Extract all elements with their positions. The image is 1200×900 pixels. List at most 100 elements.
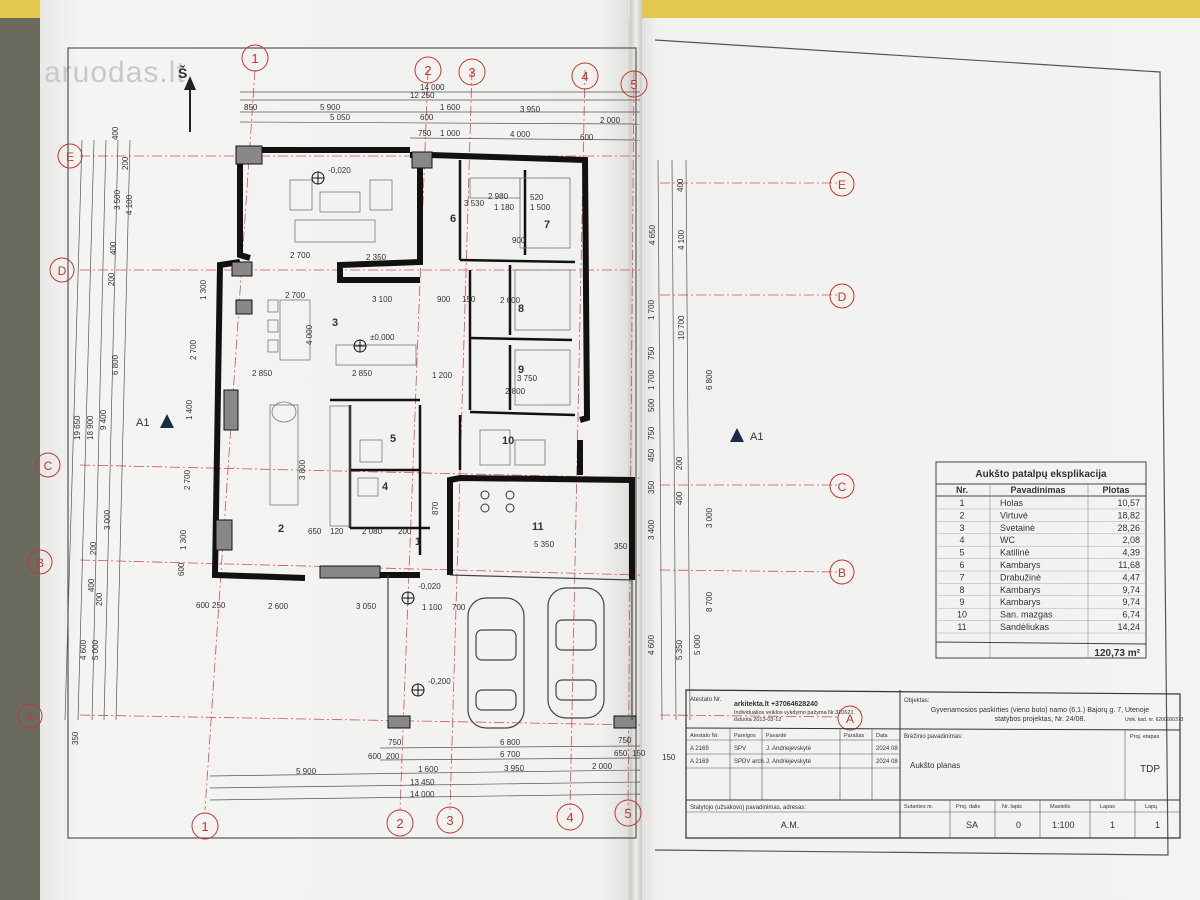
room-number: 10 [502, 435, 514, 447]
dim-bottom: 750 [618, 736, 632, 745]
dim-top: 600 [420, 113, 434, 122]
explication-area: 14,24 [1117, 622, 1140, 632]
dim-right: 350 [647, 480, 656, 494]
room-dim: 2 700 [290, 251, 311, 260]
tb-bottom-label: Sutarties nr. [904, 804, 934, 810]
explication-header: Pavadinimas [1010, 485, 1065, 495]
dim-left: 400 [111, 126, 120, 140]
north-arrowhead [184, 76, 196, 90]
tb-stage: TDP [1140, 764, 1160, 775]
explication-name: San. mazgas [1000, 610, 1053, 620]
dim-top: 3 950 [520, 105, 541, 114]
room-dim: 900 [512, 236, 526, 245]
dim-right: 8 700 [705, 591, 714, 612]
explication-name: Kambarys [1000, 585, 1041, 595]
dim-right: 5 350 [675, 639, 684, 660]
right-dimension-texts: 400 4 650 4 100 10 700 1 700 750 1 700 5… [647, 178, 714, 762]
room-dim: 2 600 [500, 296, 521, 305]
dim-left: 6 800 [111, 354, 120, 375]
dim-right: 750 [647, 426, 656, 440]
tb-object-code: Unik. kad. nr. 6200000373 [1125, 717, 1184, 723]
explication-name: Kambarys [1000, 597, 1041, 607]
dim-left: 3 500 [113, 189, 122, 210]
interior-walls [330, 160, 576, 555]
explication-area: 4,39 [1122, 548, 1140, 558]
row-A-left: A [26, 710, 34, 724]
tb-cell: 2024 08 [876, 746, 898, 752]
dim-left: 2 700 [183, 469, 192, 490]
room-dim: 350 [614, 542, 628, 551]
north-label: Š [178, 64, 187, 81]
room-dim: 600 [196, 601, 210, 610]
bottom-dimension-texts: 750 6 800 750 600 200 6 700 650 150 5 90… [296, 736, 646, 799]
explication-area: 18,82 [1117, 510, 1140, 520]
room-dim: 250 [212, 601, 226, 610]
row-E-left: E [66, 150, 74, 164]
car-left [467, 597, 525, 729]
room-dim: 1 100 [422, 603, 443, 612]
dim-top: 4 000 [510, 130, 531, 139]
dim-top: 12 250 [410, 91, 435, 100]
level-main: ±0,000 [370, 333, 395, 342]
interior-dimensions: 2 700 2 350 3 530 2 980 1 500 1 180 2 70… [196, 192, 628, 612]
explication-name: Drabužinė [1000, 572, 1041, 582]
room-dim: 2 350 [366, 253, 387, 262]
dim-left: 200 [95, 592, 104, 606]
tb-cell: A 2169 [690, 759, 709, 765]
tb-bottom-value: 1 [1110, 820, 1115, 830]
tb-cell: A 2169 [690, 746, 709, 752]
dim-top: 14 000 [420, 83, 445, 92]
explication-nr: 10 [957, 610, 967, 620]
tb-bottom-label: Lapas [1100, 804, 1115, 810]
right-dimension-lines [657, 159, 691, 721]
explication-area: 10,57 [1117, 498, 1140, 508]
dim-left: 4 600 [79, 639, 88, 660]
room-dim: 700 [452, 603, 466, 612]
room-dim: 1 180 [494, 203, 515, 212]
left-row-markers: E D C B A [17, 143, 83, 729]
row-E-right: E [838, 178, 846, 192]
room-number: 9 [518, 364, 524, 376]
axis-3-bottom: 3 [446, 813, 453, 828]
explication-name: Sandėliukas [1000, 622, 1050, 632]
dim-right: 5 000 [693, 634, 702, 655]
tb-cell: J. Andriejevskytė [766, 759, 812, 765]
explication-header: Plotas [1102, 485, 1129, 495]
dim-left: 19 650 [73, 415, 82, 440]
tb-object-line1: Gyvenamosios paskirties (vieno buto) nam… [931, 707, 1149, 714]
dim-right: 150 [662, 753, 676, 762]
explication-nr: 5 [959, 548, 964, 558]
dim-right: 1 700 [647, 369, 656, 390]
room-dim: 1 200 [432, 371, 453, 380]
dim-top: 750 [418, 129, 432, 138]
dim-left: 1 400 [185, 399, 194, 420]
level-living: -0,020 [328, 166, 351, 175]
level-entrance: -0,020 [418, 582, 441, 591]
dim-top: 600 [580, 133, 594, 142]
dim-left: 3 000 [103, 509, 112, 530]
tb-company: arkitekta.lt +37064628240 [734, 701, 818, 708]
room-dim: 3 050 [356, 602, 377, 611]
dim-top: 1 000 [440, 129, 461, 138]
room-number: 3 [332, 317, 338, 329]
bottom-dimension-lines [209, 745, 641, 801]
tb-col: Data [876, 733, 889, 739]
room-dim: 2 850 [352, 369, 373, 378]
explication-nr: 1 [959, 498, 964, 508]
explication-area: 6,74 [1122, 610, 1140, 620]
dim-right: 400 [675, 491, 684, 505]
tb-object-line2: statybos projektas, Nr. 24/08. [995, 716, 1086, 723]
dim-right: 4 100 [677, 229, 686, 250]
explication-name: Virtuvė [1000, 510, 1028, 520]
room-number: 4 [382, 481, 389, 493]
bicycles [480, 490, 515, 513]
room-dim: 200 [398, 527, 412, 536]
dim-bottom: 1 600 [418, 765, 439, 774]
tb-bottom-label: Nr. lapis [1002, 804, 1022, 810]
tb-col: Atestato Nr. [690, 733, 719, 739]
tb-col: Pavardė [766, 733, 787, 739]
tb-bottom-value: 0 [1016, 820, 1021, 830]
dim-left: 200 [121, 156, 130, 170]
dim-right: 3 400 [647, 519, 656, 540]
top-dimension-texts: 14 000 12 250 850 5 900 1 600 3 950 5 05… [244, 83, 621, 142]
